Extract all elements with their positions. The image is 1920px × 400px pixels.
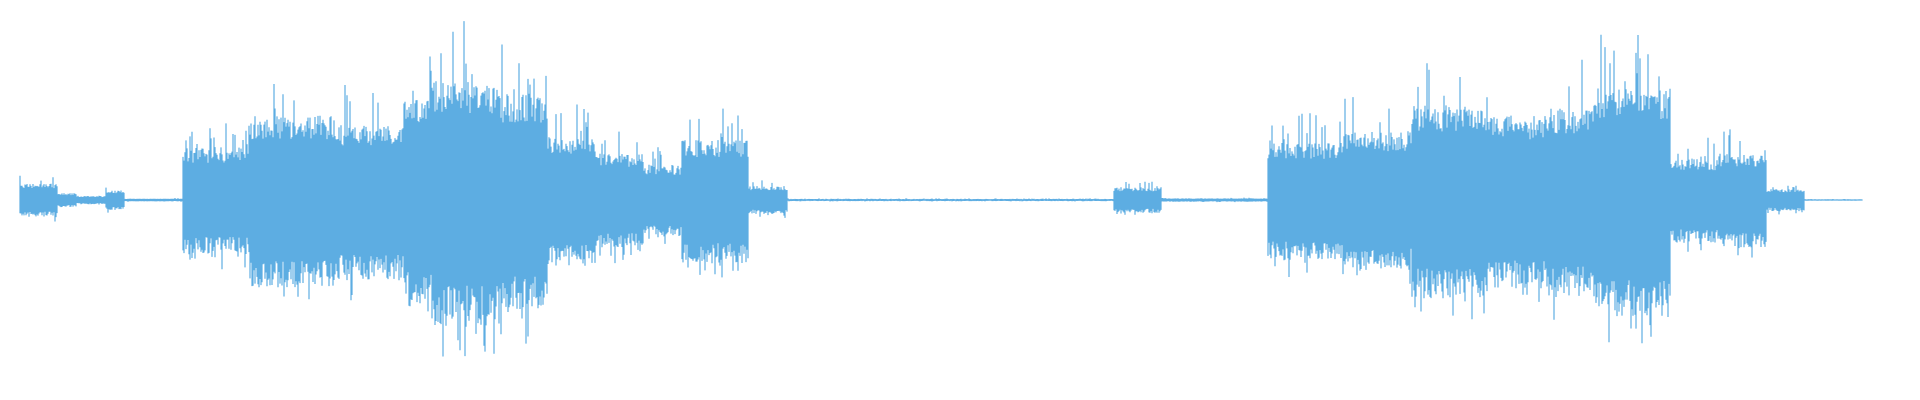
waveform-path bbox=[19, 21, 1863, 357]
